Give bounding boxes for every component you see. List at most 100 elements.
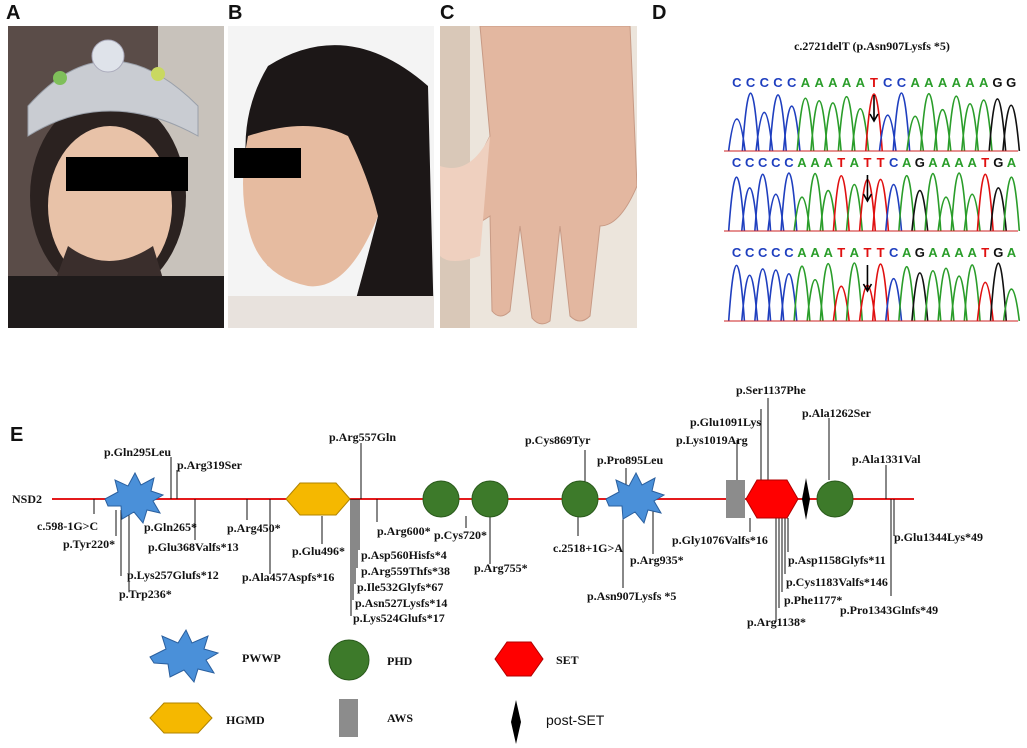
sequencing-title: c.2721delT (p.Asn907Lysfs *5) [794,39,950,53]
sequence-base: A [856,75,866,90]
mutation-label: p.Arg557Gln [329,430,396,444]
mutation-label: p.Arg935* [630,553,684,567]
sequence-base: A [941,155,951,170]
chromatogram-peak [864,93,884,152]
sanger-chromatograms: c.2721delT (p.Asn907Lysfs *5) ProbandCCC… [724,39,1021,322]
chromatogram-peak [837,96,856,152]
sequence-base: A [924,75,934,90]
legend-hgmd-icon [149,702,213,734]
variant-arrow-icon [862,265,873,293]
mutation-label: p.Tyr220* [63,537,115,551]
sequence-base: C [758,155,768,170]
sequence-base: A [941,245,951,260]
legend-pwwp-icon [149,628,220,684]
mutation-label: p.Glu368Valfs*13 [148,540,239,554]
sequence-base: T [863,155,871,170]
chromatogram-peak [974,99,993,152]
mutation-label: p.Arg450* [227,521,281,535]
sequence-base: A [952,75,962,90]
chromatogram-peak [924,173,942,232]
sequence-base: A [928,155,938,170]
sequence-base: A [1007,155,1017,170]
sequence-base: A [797,245,807,260]
variant-arrow-icon [869,95,879,123]
chromatogram-peak [1002,104,1021,152]
sequence-base: A [823,155,833,170]
chromatogram-peak [892,92,911,152]
profile-face-illustration [228,26,434,328]
chromatogram-peak [819,263,837,322]
sequence-base: G [915,155,925,170]
sequence-base: A [810,245,820,260]
sequence-base: A [954,155,964,170]
mutation-label: p.Lys1019Arg [676,433,748,447]
patient-profile-photo [228,26,434,328]
mutation-label: p.Glu496* [292,544,345,558]
sequence-base: A [1007,245,1017,260]
chromatogram-peak [741,92,760,152]
sequence-base: C [758,245,768,260]
chromatogram-peak [845,262,864,322]
chromatogram-peak [976,173,994,232]
chromatogram-peak [796,97,815,152]
mutation-label: p.Arg1138* [747,615,806,629]
chromatogram-peak [963,264,981,322]
mutation-label: p.Ala1331Val [852,452,921,466]
mutation-label: p.Cys869Tyr [525,433,591,447]
chromatogram-peak [780,172,798,232]
chromatogram-peak [754,268,772,322]
sequence-base: A [902,155,912,170]
sequence-base: A [850,245,860,260]
sequence-base: A [814,75,824,90]
chromatogram-peak [871,178,890,232]
chromatogram-peak [898,266,916,322]
sequence-base: C [883,75,893,90]
mutation-label: p.Arg559Thfs*38 [361,564,450,578]
sequence-base: C [745,245,755,260]
mutation-label: p.Asn527Lysfs*14 [355,596,447,610]
phd-domain-1 [422,480,460,518]
aws-domain [726,480,745,518]
mutation-label: p.Cys1183Valfs*146 [786,575,888,589]
mutation-label: p.Asn907Lysfs *5 [587,589,676,603]
panel-label-a: A [6,2,21,24]
sequence-base: C [746,75,756,90]
legend-pwwp-label: PWWP [242,651,281,665]
legend-phd-icon [328,639,370,681]
mutation-label: p.Glu1344Lys*49 [894,530,983,544]
chromatogram-peak [1002,176,1021,232]
mutation-label: p.Ile532Glyfs*67 [357,580,443,594]
legend-hgmd-label: HGMD [226,713,265,727]
legend-set-label: SET [556,653,579,667]
sequence-base: C [889,155,899,170]
sequence-base: T [877,155,885,170]
mutation-label: c.598-1G>C [37,519,98,533]
phd-domain-4 [816,480,854,518]
sequence-base: C [732,245,742,260]
chromatogram-peak [919,93,938,152]
mutation-label: p.Gly1076Valfs*16 [672,533,768,547]
sequence-base: C [732,75,742,90]
chromatogram-peak [871,263,890,322]
sequence-base: A [954,245,964,260]
sequence-base: A [967,155,977,170]
legend-post-set-label: post-SET [546,712,605,728]
sequence-base: T [837,155,845,170]
sequence-base: C [745,155,755,170]
sequence-base: A [810,155,820,170]
legend-set-icon [494,641,544,677]
sequence-base: A [828,75,838,90]
mutation-label: p.Ala1262Ser [802,406,872,420]
nsd2-protein-diagram: NSD2 [12,383,983,744]
mutation-label: p.Arg319Ser [177,458,243,472]
sequence-base: C [784,245,794,260]
mutation-label: p.Gln295Leu [104,445,171,459]
legend-phd-label: PHD [387,654,413,668]
sequence-base: T [981,245,989,260]
chromatogram-peak [988,98,1007,152]
chromatogram-peak [937,267,955,322]
sequence-base: A [797,155,807,170]
sequence-base: T [870,75,878,90]
sequence-base: A [842,75,852,90]
sequence-base: C [771,245,781,260]
